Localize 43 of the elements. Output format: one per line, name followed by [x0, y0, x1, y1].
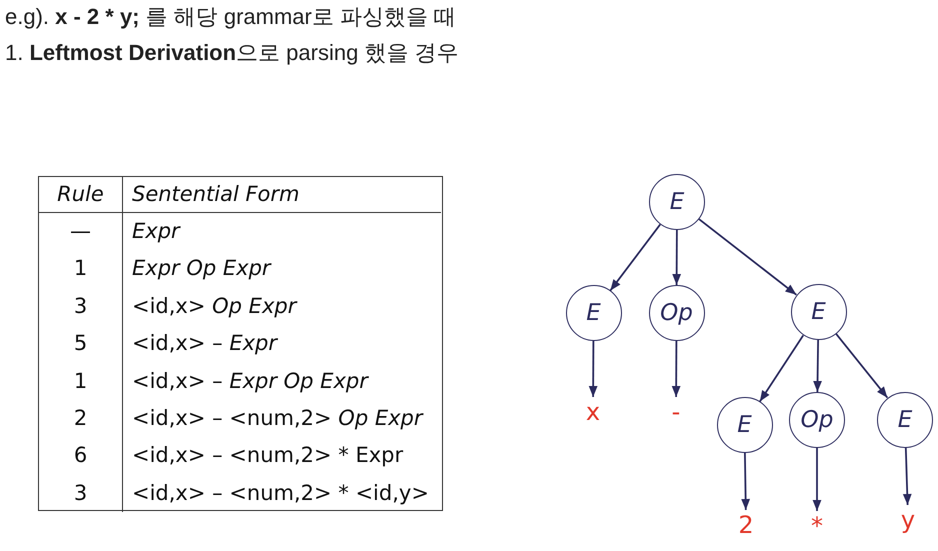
node-circle: E [877, 392, 933, 448]
sentential-form: <id,x> – <num,2> * <id,y> [131, 480, 430, 507]
node-circle: Op [648, 285, 704, 341]
sentential-form: <id,x> Op Expr [131, 292, 298, 320]
leaf-label: * [802, 511, 832, 541]
arrow [741, 452, 750, 510]
arrow [672, 230, 682, 285]
arrow [902, 447, 912, 506]
sentential-form: Expr Op Expr [131, 255, 272, 282]
arrow [813, 340, 822, 392]
intro-text: 1. Leftmost Derivation으로 parsing 했을 경우 [5, 39, 459, 66]
rule-number: — [39, 213, 123, 250]
arrow [672, 341, 681, 397]
arrow [610, 224, 661, 292]
leaf-label: x [578, 397, 608, 427]
rule-number: 6 [39, 437, 123, 475]
sentential-form: <id,x> – <num,2> Op Expr [131, 405, 424, 432]
node-circle: E [790, 284, 846, 340]
column-header: Sentential Form [123, 177, 441, 213]
arrow [835, 333, 888, 398]
rule-number: 5 [39, 325, 123, 363]
rule-number: 1 [39, 250, 123, 288]
node-circle: E [649, 174, 705, 230]
rule-number: 1 [39, 362, 123, 400]
leaf-label: - [661, 397, 691, 427]
rule-number: 3 [39, 288, 123, 326]
rule-number: 3 [39, 474, 123, 512]
sentential-form: <id,x> – Expr [131, 330, 279, 358]
node-circle: E [566, 285, 622, 341]
rule-number: 2 [39, 400, 123, 438]
arrow [759, 334, 804, 402]
column-header: Rule [39, 177, 123, 213]
arrow [812, 448, 822, 511]
sentential-form: Expr [131, 218, 182, 245]
leaf-label: 2 [731, 510, 761, 540]
arrow [588, 341, 598, 397]
node-circle: Op [789, 392, 845, 448]
sentential-form: <id,x> – Expr Op Expr [131, 368, 370, 395]
leaf-label: y [893, 505, 923, 535]
node-circle: E [716, 397, 772, 453]
sentential-form: <id,x> – <num,2> * Expr [131, 442, 404, 470]
arrow [698, 218, 797, 296]
intro-text: e.g). x - 2 * y; 를 해당 grammar로 파싱했을 때 [5, 3, 456, 30]
